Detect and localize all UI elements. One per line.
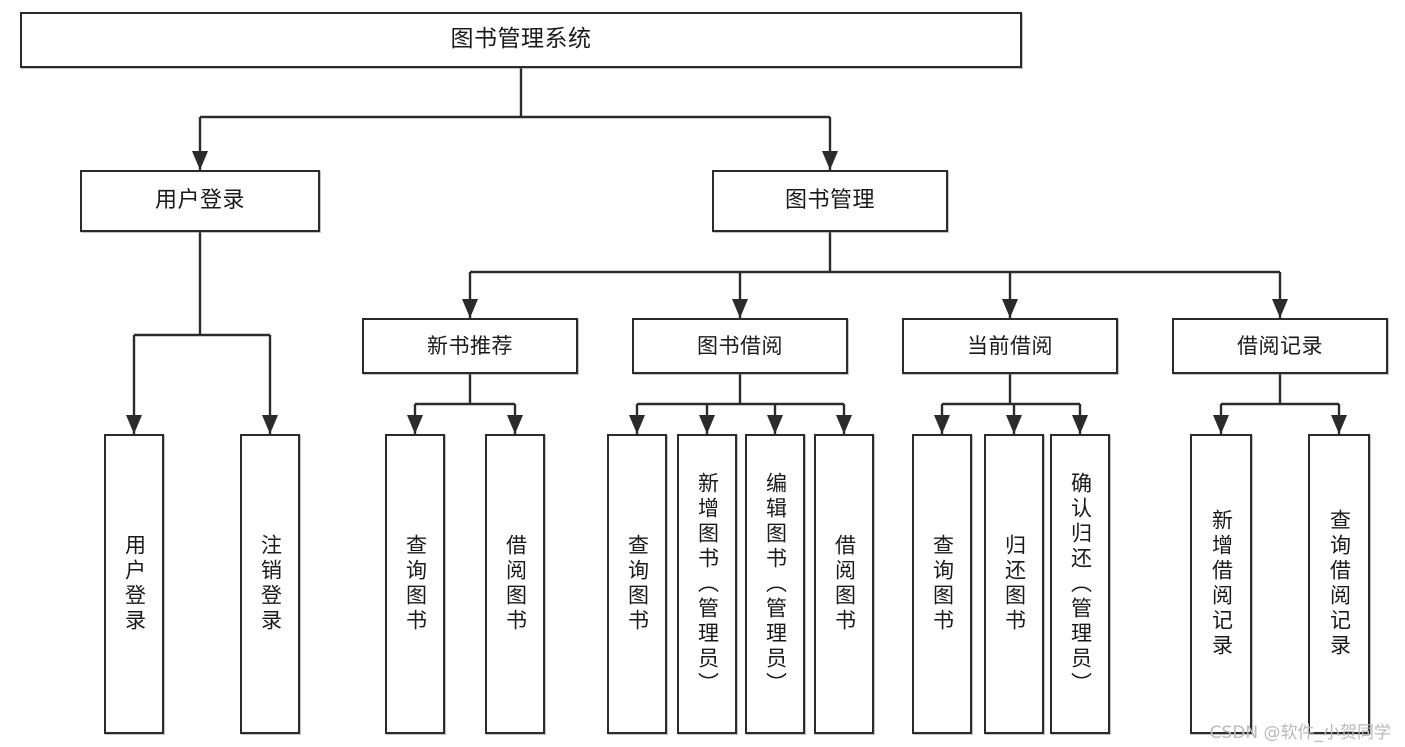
node-leaf-new-2[interactable]: 借阅图书 [485, 434, 545, 734]
arrow-head-leaf-login-2 [262, 415, 278, 434]
node-leaf-new-1[interactable]: 查询图书 [385, 434, 445, 734]
arrow-head-leaf-login-1 [126, 415, 142, 434]
arrow-head-leaf-bor-3 [767, 415, 783, 434]
arrow-head-leaf-bor-1 [629, 415, 645, 434]
node-label: 确认归还（管理员） [1068, 471, 1093, 697]
node-leaf-login-2[interactable]: 注销登录 [240, 434, 300, 734]
node-label: 归还图书 [1002, 534, 1027, 634]
node-leaf-rec-1[interactable]: 新增借阅记录 [1190, 434, 1252, 734]
arrow-head-leaf-bor-4 [836, 415, 852, 434]
node-label: 借阅图书 [832, 534, 857, 634]
node-bookmgr[interactable]: 图书管理 [712, 170, 948, 232]
arrow-head-leaf-cur-1 [934, 415, 950, 434]
node-label: 用户登录 [122, 534, 147, 634]
node-leaf-cur-1[interactable]: 查询图书 [912, 434, 972, 734]
arrow-head-login [192, 151, 208, 170]
node-root[interactable]: 图书管理系统 [20, 12, 1022, 68]
node-label: 图书管理系统 [450, 26, 592, 53]
node-label: 新增图书（管理员） [695, 471, 720, 697]
node-label: 借阅图书 [503, 534, 528, 634]
watermark: CSDN @软件_小贺同学 [1209, 723, 1391, 743]
node-label: 图书管理 [784, 188, 875, 214]
node-leaf-bor-1[interactable]: 查询图书 [607, 434, 667, 734]
arrow-head-leaf-bor-2 [699, 415, 715, 434]
node-leaf-cur-3[interactable]: 确认归还（管理员） [1050, 434, 1110, 734]
node-label: 查询图书 [930, 534, 955, 634]
node-label: 查询借阅记录 [1327, 509, 1352, 659]
node-leaf-bor-3[interactable]: 编辑图书（管理员） [745, 434, 805, 734]
node-login[interactable]: 用户登录 [80, 170, 320, 232]
arrow-head-leaf-new-1 [407, 415, 423, 434]
node-leaf-login-1[interactable]: 用户登录 [104, 434, 164, 734]
node-leaf-bor-2[interactable]: 新增图书（管理员） [677, 434, 737, 734]
node-label: 当前借阅 [967, 333, 1053, 358]
arrow-head-record [1272, 299, 1288, 318]
node-label: 新增借阅记录 [1209, 509, 1234, 659]
node-label: 用户登录 [154, 188, 245, 214]
arrow-head-leaf-rec-2 [1331, 415, 1347, 434]
arrow-head-leaf-cur-2 [1006, 415, 1022, 434]
arrow-head-newbook [462, 299, 478, 318]
node-current[interactable]: 当前借阅 [902, 318, 1118, 374]
arrow-head-borrow [732, 299, 748, 318]
node-record[interactable]: 借阅记录 [1172, 318, 1388, 374]
arrow-head-leaf-rec-1 [1213, 415, 1229, 434]
arrow-head-leaf-cur-3 [1072, 415, 1088, 434]
node-label: 新书推荐 [427, 333, 513, 358]
arrow-head-current [1002, 299, 1018, 318]
node-label: 查询图书 [403, 534, 428, 634]
arrow-head-leaf-new-2 [507, 415, 523, 434]
node-label: 借阅记录 [1237, 333, 1323, 358]
node-leaf-cur-2[interactable]: 归还图书 [984, 434, 1044, 734]
node-borrow[interactable]: 图书借阅 [632, 318, 848, 374]
node-leaf-rec-2[interactable]: 查询借阅记录 [1308, 434, 1370, 734]
node-newbook[interactable]: 新书推荐 [362, 318, 578, 374]
node-label: 编辑图书（管理员） [763, 471, 788, 697]
arrow-head-bookmgr [822, 151, 838, 170]
node-label: 注销登录 [258, 534, 283, 634]
node-label: 图书借阅 [697, 333, 783, 358]
node-label: 查询图书 [625, 534, 650, 634]
node-leaf-bor-4[interactable]: 借阅图书 [814, 434, 874, 734]
